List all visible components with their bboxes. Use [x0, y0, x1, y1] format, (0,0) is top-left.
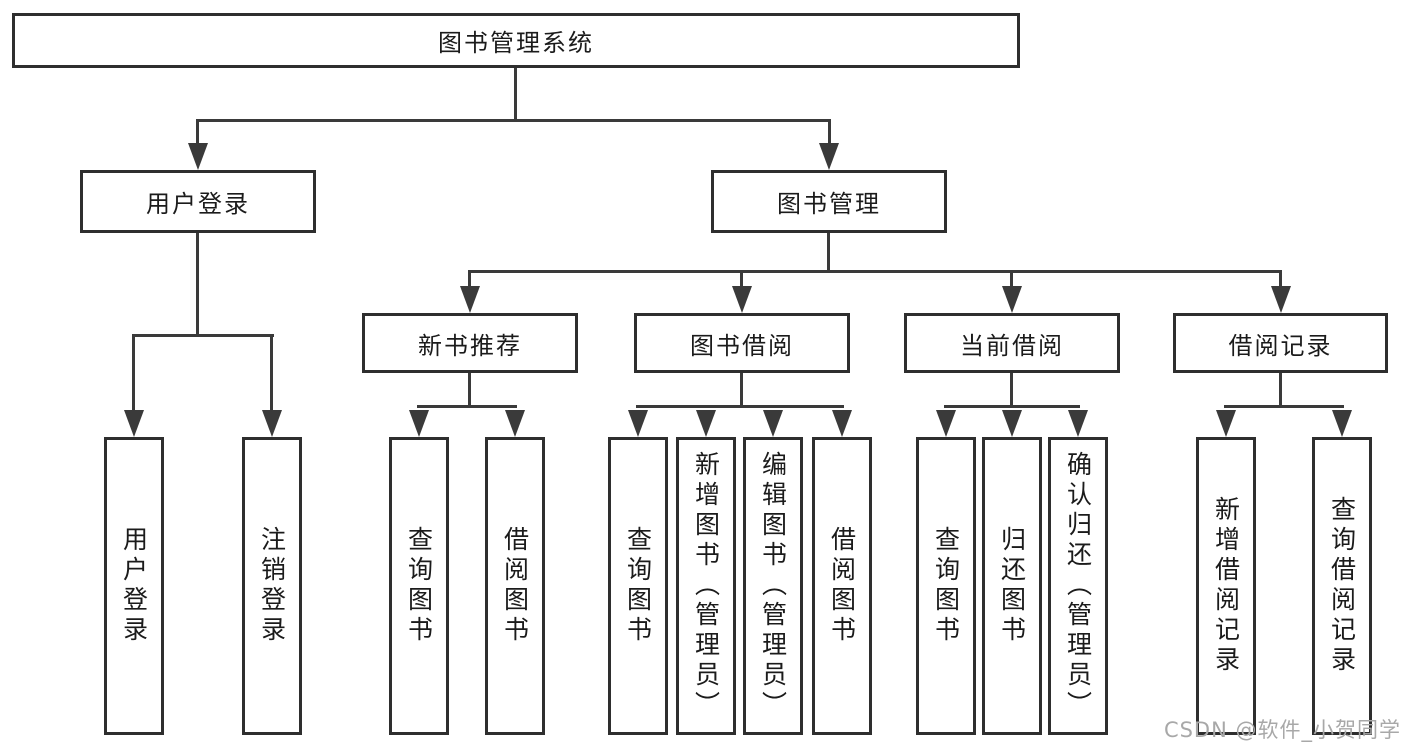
- connector-line: [1279, 373, 1282, 408]
- arrowhead-down-icon: [262, 410, 282, 437]
- connector-line: [740, 270, 743, 286]
- connector-line: [270, 334, 273, 410]
- connector-line: [944, 405, 1080, 408]
- connector-line: [468, 270, 471, 286]
- connector-line: [196, 119, 199, 145]
- arrowhead-down-icon: [124, 410, 144, 437]
- connector-line: [1010, 270, 1013, 286]
- connector-line: [1224, 405, 1344, 408]
- arrowhead-down-icon: [505, 410, 525, 437]
- arrowhead-down-icon: [936, 410, 956, 437]
- arrowhead-down-icon: [1002, 286, 1022, 313]
- connector-line: [417, 405, 517, 408]
- leaf-user-login: 用户登录: [104, 437, 164, 735]
- node-book-management: 图书管理: [711, 170, 947, 233]
- connector-line: [196, 233, 199, 337]
- connector-line: [514, 68, 517, 120]
- leaf-logout-login: 注销登录: [242, 437, 302, 735]
- connector-line: [1010, 373, 1013, 408]
- node-current-borrow: 当前借阅: [904, 313, 1120, 373]
- connector-line: [132, 334, 274, 337]
- arrowhead-down-icon: [732, 286, 752, 313]
- leaf-return-book: 归还图书: [982, 437, 1042, 735]
- arrowhead-down-icon: [1002, 410, 1022, 437]
- arrowhead-down-icon: [832, 410, 852, 437]
- node-borrow-record: 借阅记录: [1173, 313, 1388, 373]
- leaf-recommend-borrow-book: 借阅图书: [485, 437, 545, 735]
- arrowhead-down-icon: [1068, 410, 1088, 437]
- arrowhead-down-icon: [409, 410, 429, 437]
- leaf-edit-book-admin: 编辑图书（管理员）: [743, 437, 803, 735]
- leaf-add-book-admin: 新增图书（管理员）: [676, 437, 736, 735]
- connector-line: [740, 373, 743, 408]
- arrowhead-down-icon: [819, 143, 839, 170]
- leaf-current-query-book: 查询图书: [916, 437, 976, 735]
- leaf-confirm-return-admin: 确认归还（管理员）: [1048, 437, 1108, 735]
- connector-line: [196, 119, 830, 122]
- arrowhead-down-icon: [628, 410, 648, 437]
- leaf-query-borrow-record: 查询借阅记录: [1312, 437, 1372, 735]
- arrowhead-down-icon: [696, 410, 716, 437]
- connector-line: [828, 119, 831, 145]
- leaf-borrow-book: 借阅图书: [812, 437, 872, 735]
- arrowhead-down-icon: [460, 286, 480, 313]
- csdn-watermark: CSDN @软件_小贺同学: [1163, 718, 1401, 742]
- leaf-recommend-query-book: 查询图书: [389, 437, 449, 735]
- node-new-book-recommend: 新书推荐: [362, 313, 578, 373]
- leaf-borrow-query-book: 查询图书: [608, 437, 668, 735]
- connector-line: [468, 373, 471, 408]
- arrowhead-down-icon: [1216, 410, 1236, 437]
- connector-line: [132, 334, 135, 410]
- node-root: 图书管理系统: [12, 13, 1020, 68]
- arrowhead-down-icon: [1332, 410, 1352, 437]
- node-book-borrow: 图书借阅: [634, 313, 850, 373]
- connector-line: [469, 270, 1282, 273]
- connector-line: [636, 405, 844, 408]
- connector-line: [1279, 270, 1282, 286]
- connector-line: [827, 233, 830, 273]
- leaf-add-borrow-record: 新增借阅记录: [1196, 437, 1256, 735]
- arrowhead-down-icon: [763, 410, 783, 437]
- arrowhead-down-icon: [188, 143, 208, 170]
- node-user-login: 用户登录: [80, 170, 316, 233]
- arrowhead-down-icon: [1271, 286, 1291, 313]
